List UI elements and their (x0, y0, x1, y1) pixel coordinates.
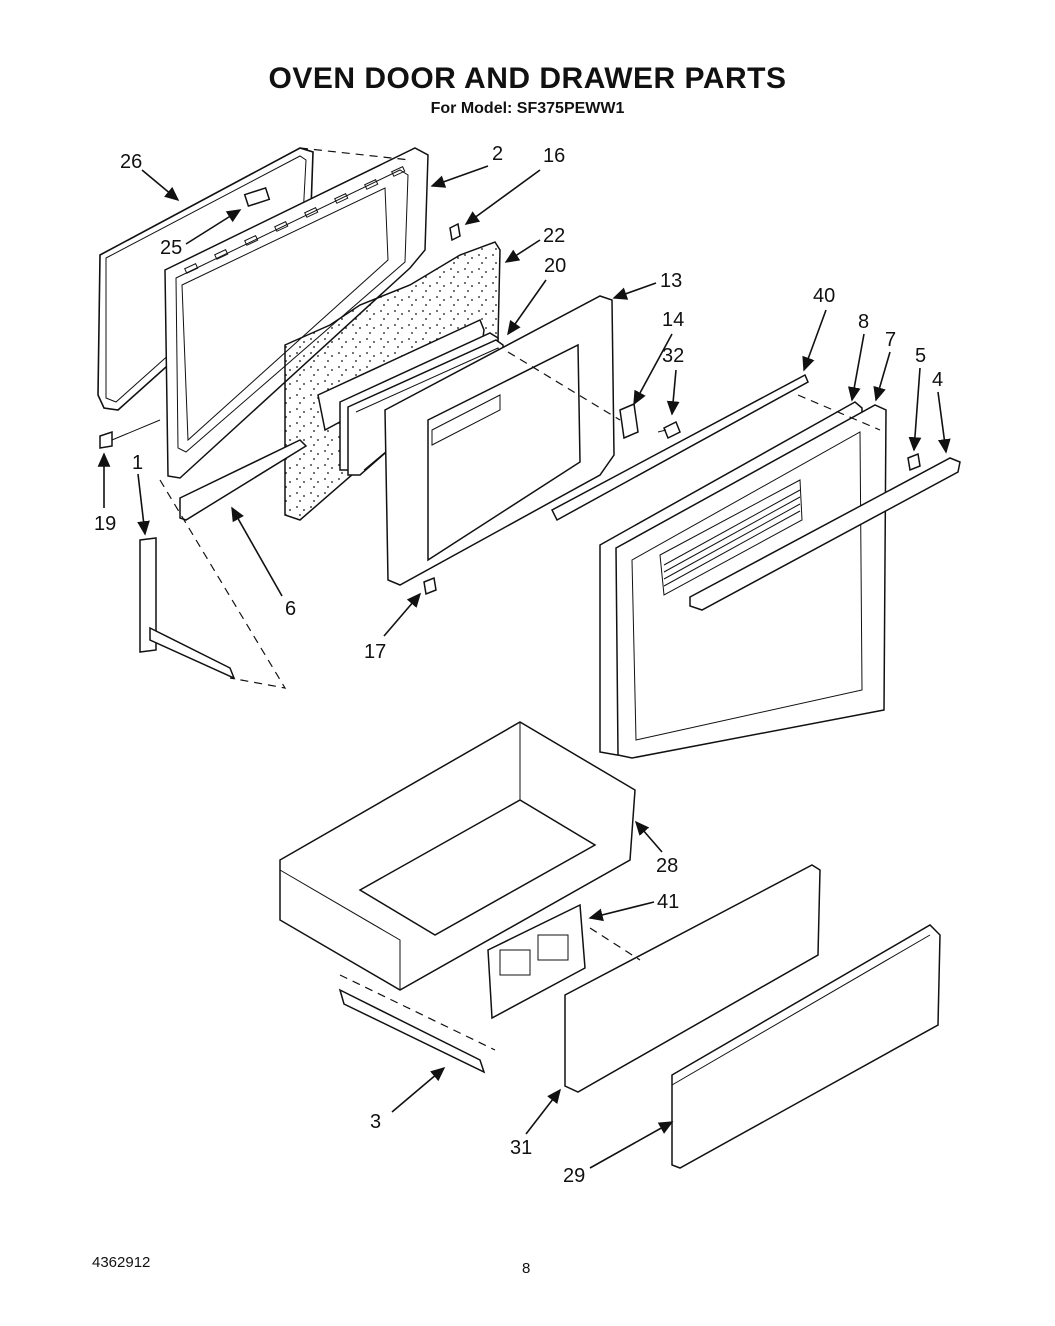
drawer-front-panel-part (671, 924, 941, 1169)
inner-door-frame-part (164, 147, 429, 479)
drawer-bracket-part (487, 903, 586, 1020)
door-bottom-trim-part (179, 439, 308, 521)
callout-22: 22 (543, 225, 565, 247)
callout-41: 41 (657, 891, 679, 913)
page-number: 8 (522, 1260, 531, 1277)
window-vent-lines (663, 489, 801, 587)
callout-3: 3 (370, 1111, 381, 1133)
callout-20: 20 (544, 255, 566, 277)
callout-4: 4 (932, 369, 943, 391)
bracket-17-part (423, 576, 437, 596)
door-handle-part (689, 457, 961, 611)
page-title: OVEN DOOR AND DRAWER PARTS (268, 62, 787, 95)
callout-16: 16 (543, 145, 565, 167)
badge-part (243, 186, 271, 208)
callout-31: 31 (510, 1137, 532, 1159)
leader-arrows (97, 165, 951, 1169)
callout-6: 6 (285, 598, 296, 620)
knob-screw-part (99, 419, 161, 449)
clip-5-part (907, 452, 921, 472)
callout-19: 19 (94, 513, 116, 535)
callout-7: 7 (885, 329, 896, 351)
callout-29: 29 (563, 1165, 585, 1187)
callout-13: 13 (660, 270, 682, 292)
vent-slots (184, 165, 406, 274)
callout-26: 26 (120, 151, 142, 173)
callout-17: 17 (364, 641, 386, 663)
drawer-inner-panel-part (564, 864, 821, 1093)
hinge-part (139, 537, 236, 680)
callout-labels: 26 2 16 25 22 20 13 40 14 8 7 32 5 4 1 1… (94, 143, 943, 1187)
callout-14: 14 (662, 309, 684, 331)
model-subtitle: For Model: SF375PEWW1 (430, 100, 625, 117)
drawer-slide-part (338, 988, 486, 1074)
callout-32: 32 (662, 345, 684, 367)
door-liner-part (384, 295, 615, 586)
callout-8: 8 (858, 311, 869, 333)
callout-28: 28 (656, 855, 678, 877)
callout-2: 2 (492, 143, 503, 165)
callout-5: 5 (915, 345, 926, 367)
document-number: 4362912 (92, 1254, 151, 1271)
clip-part (449, 222, 461, 242)
drawer-body-part (279, 721, 636, 991)
callout-25: 25 (160, 237, 182, 259)
hinge-receiver-part (619, 402, 639, 440)
screw-part (657, 420, 681, 440)
trim-strip-part (551, 373, 809, 522)
callout-40: 40 (813, 285, 835, 307)
callout-1: 1 (132, 452, 143, 474)
